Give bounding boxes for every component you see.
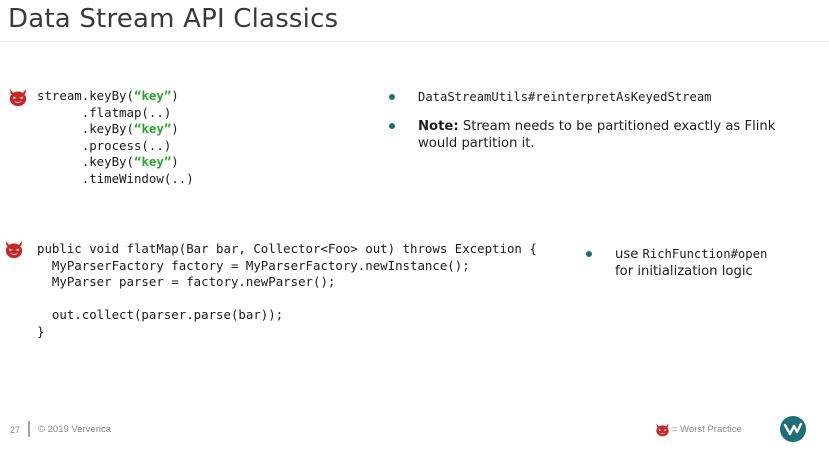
- ververica-logo-icon: [780, 416, 806, 442]
- section2-bullets: use RichFunction#open for initialization…: [583, 246, 813, 280]
- devil-icon: [656, 423, 669, 437]
- devil-icon: [5, 240, 23, 259]
- devil-icon: [9, 88, 27, 107]
- title-divider: [0, 41, 829, 42]
- keyby-code-block: stream.keyBy(“key”) .flatmap(..) .keyBy(…: [37, 88, 194, 186]
- footer-divider: [28, 421, 30, 437]
- section1-bullets: DataStreamUtils#reinterpretAsKeyedStream…: [386, 89, 806, 152]
- bullet-richfunction: use RichFunction#open for initialization…: [583, 246, 813, 280]
- slide-title: Data Stream API Classics: [8, 4, 339, 34]
- page-number: 27: [10, 425, 21, 435]
- bullet-reinterpret: DataStreamUtils#reinterpretAsKeyedStream: [386, 89, 806, 106]
- worst-practice-legend: = Worst Practice: [672, 424, 742, 435]
- bullet-note: Note: Stream needs to be partitioned exa…: [386, 118, 806, 152]
- copyright: © 2019 Ververica: [38, 424, 112, 435]
- flatmap-code-block: public void flatMap(Bar bar, Collector<F…: [37, 241, 537, 339]
